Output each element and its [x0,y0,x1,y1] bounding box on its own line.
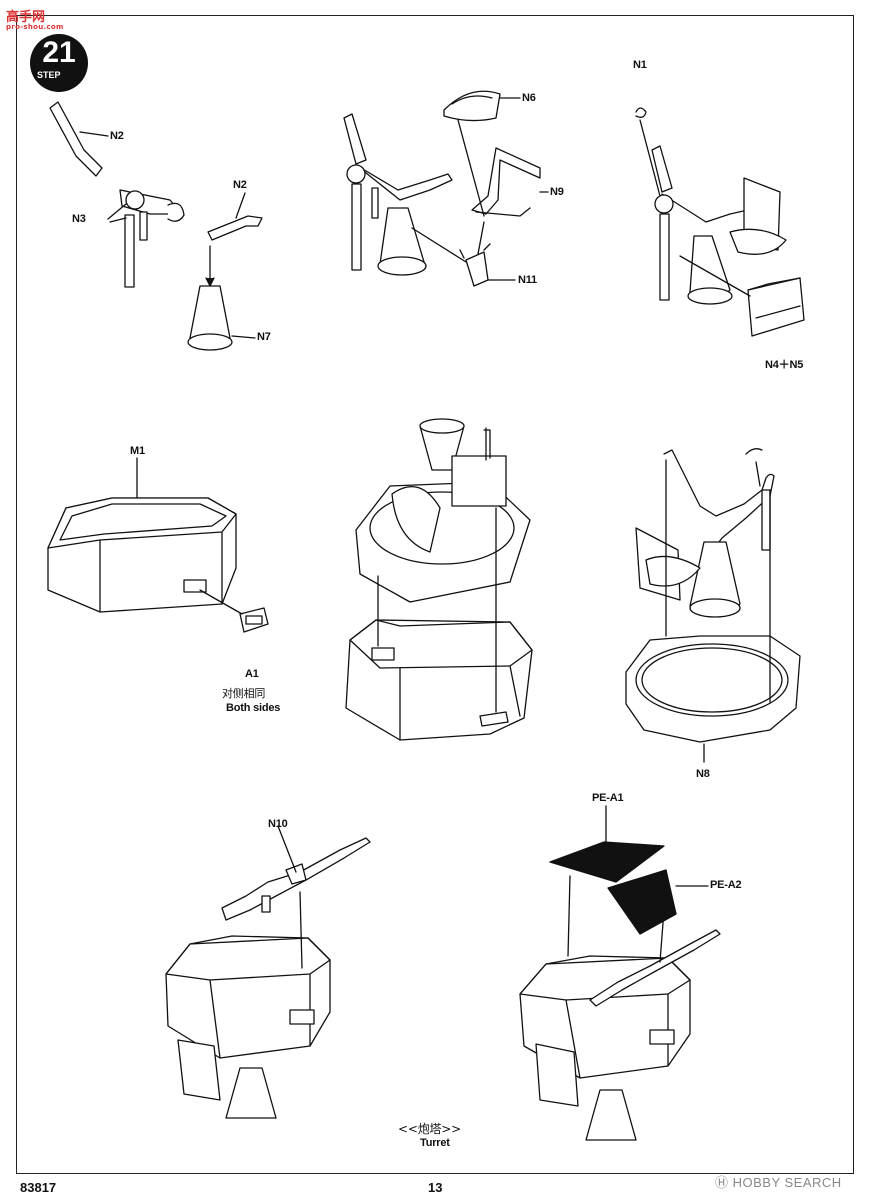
panel-1-mount-assembly [49,101,263,351]
footer-page-number: 13 [428,1180,443,1195]
panel-7-machine-gun [165,825,371,1119]
label-n10: N10 [268,818,288,830]
panel-6-base-ring [625,448,801,763]
footer-kit-code: 83817 [20,1180,57,1195]
panel-8-photo-etch-covers [519,805,721,1141]
label-n7: N7 [257,331,271,343]
label-n3: N3 [72,213,86,225]
label-n8: N8 [696,768,710,780]
panel-4-turret-ring [47,457,269,633]
label-n2-top: N2 [110,130,124,142]
label-pe-a1: PE-A1 [592,792,624,804]
label-n2-bottom: N2 [233,179,247,191]
footer-source-watermark: Ⓗ HOBBY SEARCH [715,1172,842,1191]
label-n9: N9 [550,186,564,198]
page-frame [16,15,854,1174]
caption-en: Turret [420,1137,450,1149]
step-badge: 21 STEP [30,34,88,92]
label-m1: M1 [130,445,145,457]
label-a1-cn: 对侧相同 [222,687,266,700]
label-n6: N6 [522,92,536,104]
watermark-logo: 高手网 pro-shou.com [6,6,64,31]
watermark-title: 高手网 [6,10,46,25]
label-n4-n5: N4＋N5 [765,359,804,371]
label-n11: N11 [518,274,537,286]
label-pe-a2: PE-A2 [710,879,742,891]
label-a1-en: Both sides [226,702,281,714]
watermark-sub: pro-shou.com [6,23,64,31]
label-a1: A1 [245,668,259,680]
caption-cn: <<炮塔>> [398,1122,462,1136]
label-n1: N1 [633,59,647,71]
step-number: 21 [42,36,76,69]
panel-3-seat-mount [635,107,805,337]
panel-2-seat-assembly [343,90,549,287]
hobby-search-icon: Ⓗ [715,1175,733,1190]
step-word: STEP [37,70,61,80]
panel-5-turret-combine [345,418,533,741]
hobby-search-text: HOBBY SEARCH [732,1175,842,1190]
